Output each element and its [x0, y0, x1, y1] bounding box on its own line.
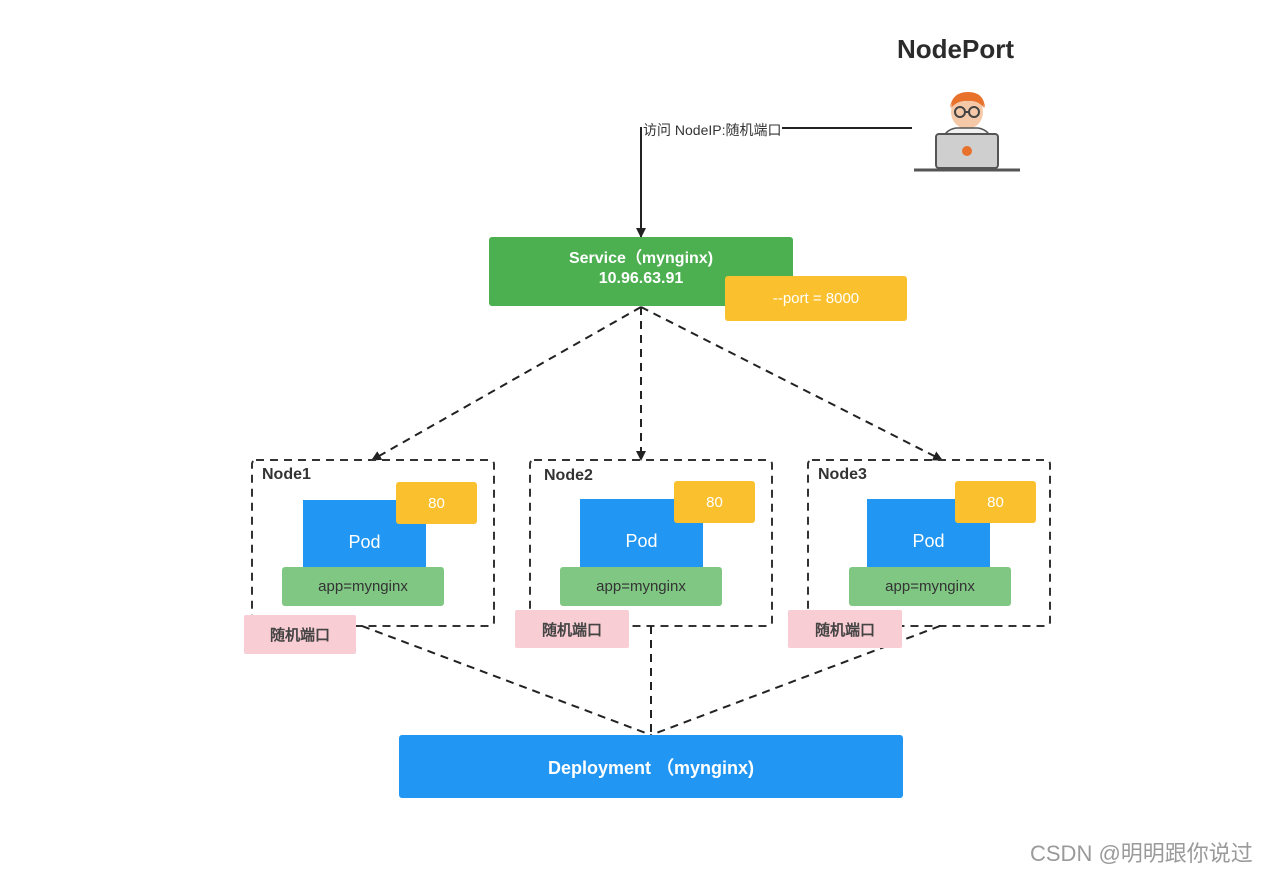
node1-random-port: 随机端口	[244, 615, 356, 654]
node1-to-deployment-line	[361, 625, 652, 736]
node3-port-badge: 80	[955, 481, 1036, 523]
developer-at-laptop-icon	[912, 86, 1022, 176]
access-arrow	[636, 127, 912, 238]
node3-label: Node3	[818, 466, 867, 483]
node1-label: Node1	[262, 466, 311, 483]
node3-box	[807, 459, 1051, 627]
node3-to-deployment-line	[650, 625, 941, 736]
node2-random-port: 随机端口	[515, 610, 629, 648]
node2-port-badge: 80	[674, 481, 755, 523]
service-to-node1-arrow	[371, 306, 642, 461]
node3-app-label: app=mynginx	[849, 567, 1011, 606]
node3-random-port: 随机端口	[788, 610, 902, 648]
service-port-badge: --port = 8000	[725, 276, 907, 321]
node2-label: Node2	[544, 467, 593, 484]
service-to-node3-arrow	[640, 306, 943, 461]
access-label: 访问 NodeIP:随机端口	[642, 120, 783, 140]
node2-app-label: app=mynginx	[560, 567, 722, 606]
deployment-box: Deployment （mynginx)	[399, 735, 903, 798]
node1-app-label: app=mynginx	[282, 567, 444, 606]
page-title: NodePort	[897, 34, 1014, 64]
node1-port-badge: 80	[396, 482, 477, 524]
node1-box	[251, 459, 495, 627]
csdn-watermark: CSDN @明明跟你说过	[1030, 841, 1253, 866]
service-name: Service（mynginx)	[568, 249, 714, 267]
service-ip: 10.96.63.91	[598, 269, 684, 287]
